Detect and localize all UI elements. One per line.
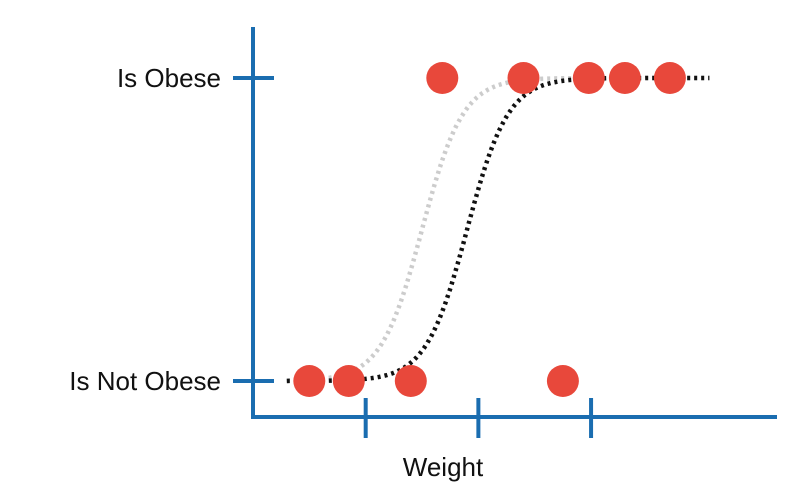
data-point-9 xyxy=(653,62,686,94)
x-ticks xyxy=(363,398,594,438)
x-axis-label: Weight xyxy=(403,452,484,482)
data-point-3 xyxy=(394,365,427,397)
y-category-label-is-not-obese: Is Not Obese xyxy=(69,366,221,396)
data-point-1 xyxy=(293,365,326,397)
y-category-label-is-obese: Is Obese xyxy=(117,63,221,93)
curves-layer xyxy=(286,75,710,384)
points-layer xyxy=(293,62,686,397)
data-point-5 xyxy=(426,62,459,94)
logistic-curve-secondary xyxy=(286,75,710,383)
data-point-2 xyxy=(332,365,365,397)
data-point-6 xyxy=(507,62,540,94)
data-point-7 xyxy=(572,62,605,94)
data-point-4 xyxy=(546,365,579,397)
logistic-curve-primary xyxy=(286,75,710,384)
data-point-8 xyxy=(608,62,641,94)
